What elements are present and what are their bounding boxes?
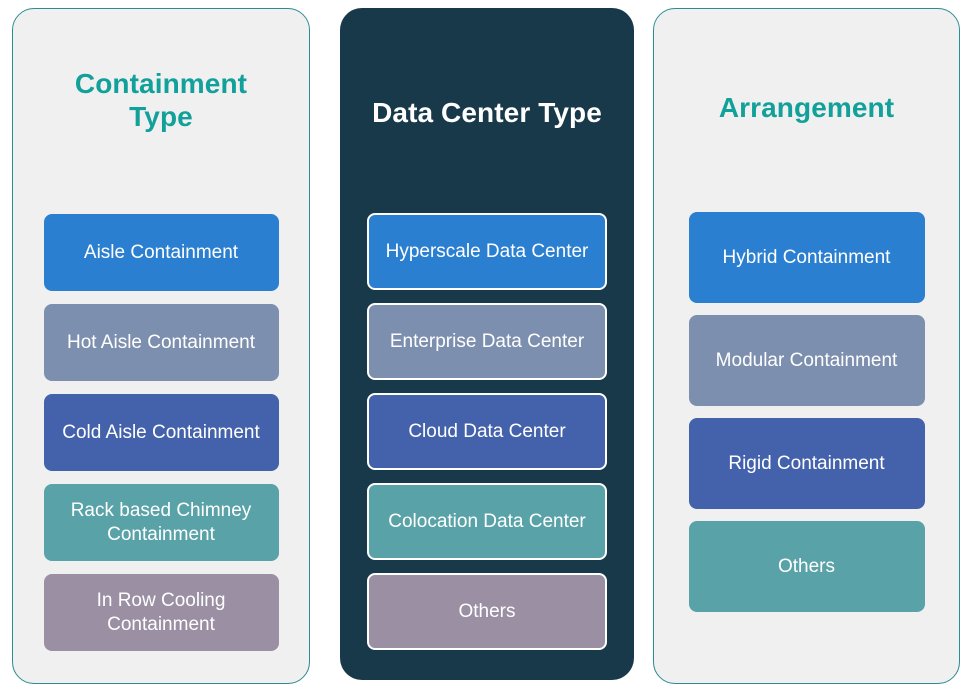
item-rigid-containment[interactable]: Rigid Containment [688, 418, 925, 509]
item-cold-aisle-containment[interactable]: Cold Aisle Containment [43, 394, 279, 471]
item-list-data-center-type: Hyperscale Data Center Enterprise Data C… [340, 213, 634, 663]
item-modular-containment[interactable]: Modular Containment [688, 315, 925, 406]
column-containment-type: Containment Type Aisle Containment Hot A… [12, 8, 310, 684]
item-list-containment-type: Aisle Containment Hot Aisle Containment … [13, 214, 309, 664]
column-title-containment-type: Containment Type [74, 68, 248, 133]
item-others-arrangement[interactable]: Others [688, 521, 925, 612]
item-list-arrangement: Hybrid Containment Modular Containment R… [654, 212, 959, 624]
item-hybrid-containment[interactable]: Hybrid Containment [688, 212, 925, 303]
item-in-row-cooling-containment[interactable]: In Row Cooling Containment [43, 574, 279, 651]
column-arrangement: Arrangement Hybrid Containment Modular C… [653, 8, 960, 684]
item-hot-aisle-containment[interactable]: Hot Aisle Containment [43, 304, 279, 381]
column-data-center-type: Data Center Type Hyperscale Data Center … [340, 8, 634, 680]
item-hyperscale-data-center[interactable]: Hyperscale Data Center [367, 213, 607, 290]
item-aisle-containment[interactable]: Aisle Containment [43, 214, 279, 291]
item-rack-based-chimney-containment[interactable]: Rack based Chimney Containment [43, 484, 279, 561]
column-title-data-center-type: Data Center Type [372, 97, 602, 128]
column-title-arrangement: Arrangement [718, 92, 895, 123]
item-others-data-center[interactable]: Others [367, 573, 607, 650]
item-colocation-data-center[interactable]: Colocation Data Center [367, 483, 607, 560]
item-cloud-data-center[interactable]: Cloud Data Center [367, 393, 607, 470]
item-enterprise-data-center[interactable]: Enterprise Data Center [367, 303, 607, 380]
